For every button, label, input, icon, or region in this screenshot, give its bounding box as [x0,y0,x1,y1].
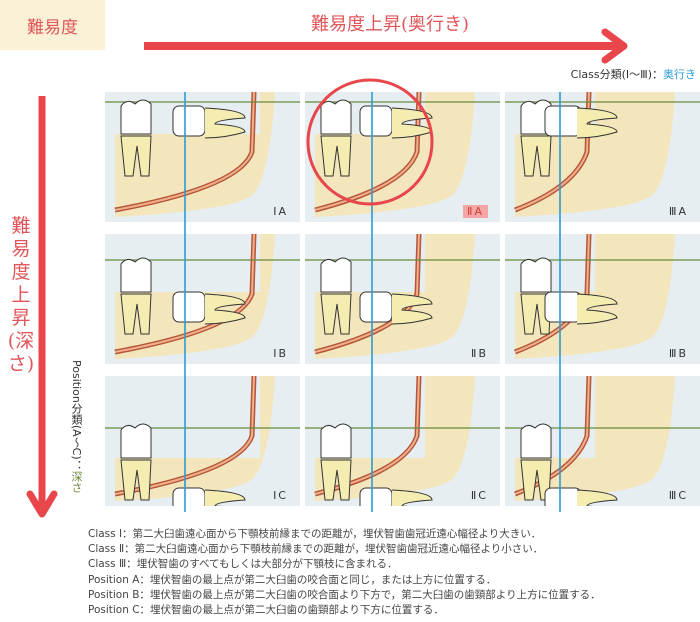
position-axis-label: Position分類(A〜C)：深さ [68,360,84,493]
cell-label: ⅢB [668,347,688,360]
tooth-illustration [105,233,300,364]
tooth-illustration [305,375,500,521]
position-label-text: Position分類(A〜C)： [70,360,83,471]
cell-ⅠC: ⅠC [105,375,300,521]
tooth-illustration [505,91,700,222]
tooth-illustration [505,233,700,364]
cell-label: ⅠC [273,489,288,502]
cell-ⅠB: ⅠB [105,233,300,364]
class-label-accent: 奥行き [663,68,696,81]
tooth-illustration [505,375,700,521]
position-label-accent: 深さ [70,470,83,493]
cell-label: ⅡA [463,205,488,218]
cell-ⅡC: ⅡC [305,375,500,521]
tooth-illustration [105,375,300,521]
cell-label: ⅢC [668,489,688,502]
note-position-b: Position B：埋伏智歯の最上点が第二大臼歯の咬合面より下方で，第二大臼歯… [88,588,601,601]
tooth-illustration [105,91,300,222]
vertical-arrow-icon [26,96,58,518]
cell-ⅢA: ⅢA [505,91,700,222]
cell-label: ⅠB [273,347,288,360]
cell-ⅡA: ⅡA [305,91,500,222]
note-class-3: Class Ⅲ：埋伏智歯のすべてもしくは大部分が下顎枝に含まれる． [88,558,398,571]
cell-label: ⅢA [668,205,688,218]
cell-label: ⅡB [471,347,488,360]
tooth-illustration [305,233,500,364]
class-label-text: Class分類(Ⅰ〜Ⅲ)： [570,68,663,81]
horizontal-arrow-icon [144,28,628,64]
cell-label: ⅡC [470,489,488,502]
class-axis-label: Class分類(Ⅰ〜Ⅲ)：奥行き [571,66,696,82]
cell-ⅠA: ⅠA [105,91,300,222]
note-class-1: Class Ⅰ：第二大臼歯遠心面から下顎枝前縁までの距離が，埋伏智歯歯冠近遠心幅… [88,528,542,540]
note-position-c: Position C：埋伏智歯の最上点が第二大臼歯の歯頸部より下方に位置する． [88,604,444,617]
cell-ⅢB: ⅢB [505,233,700,364]
note-position-a: Position A：埋伏智歯の最上点が第二大臼歯の咬合面と同じ，または上方に位… [88,573,497,586]
note-class-2: Class Ⅱ：第二大臼歯遠心面から下顎枝前縁までの距離が，埋伏智歯歯冠近遠心幅… [88,543,544,556]
cell-label: ⅠA [273,205,288,218]
horizontal-axis-title: 難易度上昇(奥行き) [310,14,470,35]
cell-ⅡB: ⅡB [305,233,500,364]
classification-notes: Class Ⅰ：第二大臼歯遠心面から下顎枝前縁までの距離が，埋伏智歯歯冠近遠心幅… [88,527,601,618]
difficulty-badge: 難易度 [0,0,105,50]
tooth-illustration [305,91,500,222]
vertical-axis-title: 難易度上昇(深さ) [7,215,35,375]
cell-ⅢC: ⅢC [505,375,700,521]
